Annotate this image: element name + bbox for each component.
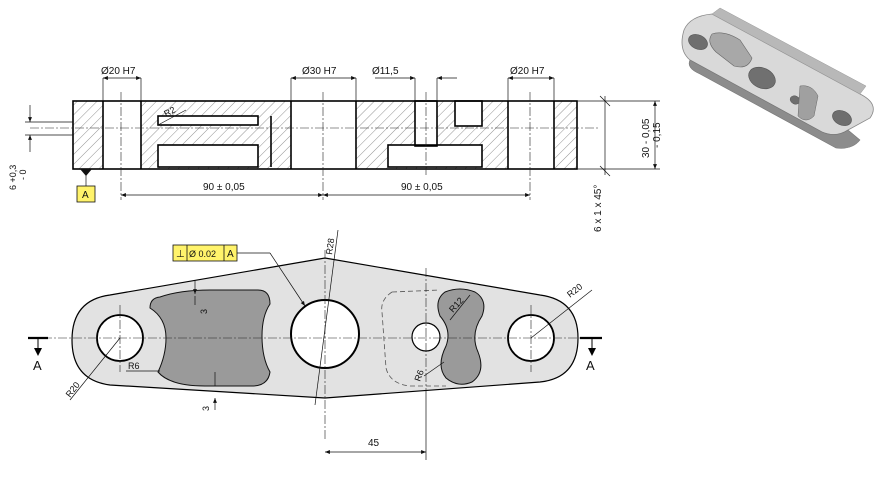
section-outline [72, 100, 578, 170]
dim-bore-right: Ø20 H7 [507, 66, 555, 101]
pocket-depth-top: 6 +0,3 [8, 165, 18, 190]
pocket-depth-dim: 6 +0,3 - 0 [8, 105, 73, 190]
wall-3-top: 3 [193, 280, 209, 314]
chamfer-label: 6 x 1 x 45° [593, 185, 604, 232]
dim-45-label: 45 [368, 438, 380, 449]
pitch-right-label: 90 ± 0,05 [401, 182, 443, 193]
section-hatch [73, 101, 577, 169]
gdt-datum: A [227, 249, 234, 260]
section-view: Ø20 H7 Ø30 H7 Ø11,5 Ø20 H7 R2 [8, 66, 663, 232]
radius-r2-label: R2 [162, 105, 177, 119]
isometric-view [681, 7, 874, 149]
radius-r28: R28 [314, 229, 339, 406]
r28-label: R28 [324, 238, 336, 256]
datum-a-label: A [82, 190, 89, 201]
r20-top-right-label: R20 [565, 282, 584, 300]
dim-bore-center: Ø30 H7 [290, 66, 357, 101]
dim-bore-right-label: Ø20 H7 [510, 66, 545, 77]
dim-45: 45 [325, 390, 427, 460]
datum-a: A [76, 169, 96, 203]
wall-3-bottom: 3 [201, 372, 217, 411]
dim-hole-small: Ø11,5 [372, 66, 457, 101]
section-mark-right-label: A [586, 358, 595, 373]
pitch-left-label: 90 ± 0,05 [203, 182, 245, 193]
height-tol-top: 30 - 0,05 [641, 118, 652, 158]
wall-3-bottom-label: 3 [201, 406, 211, 411]
r20-bottom-left-label: R20 [64, 380, 82, 399]
pocket-right [437, 288, 485, 385]
chamfer-dim: 6 x 1 x 45° [593, 95, 611, 232]
r6-left-label: R6 [128, 361, 140, 371]
gdt-tolerance: Ø 0.02 [189, 249, 216, 259]
height-tol-bottom: - 0,15 [652, 122, 663, 148]
dim-bore-center-label: Ø30 H7 [302, 66, 337, 77]
pitch-dims: 90 ± 0,05 90 ± 0,05 [121, 182, 530, 197]
gdt-symbol: ⊥ [176, 249, 185, 260]
section-mark-left-label: A [33, 358, 42, 373]
wall-3-top-label: 3 [199, 309, 209, 314]
radius-r2: R2 [157, 105, 187, 126]
radius-r6-left: R6 [126, 361, 160, 372]
dim-bore-left-label: Ø20 H7 [101, 66, 136, 77]
dim-hole-small-label: Ø11,5 [372, 66, 399, 77]
height-dim: 30 - 0,05 - 0,15 [577, 100, 663, 170]
hidden-pocket [381, 289, 446, 387]
r6-right-label: R6 [412, 368, 425, 382]
dim-bore-left: Ø20 H7 [101, 66, 142, 101]
plan-view: A A ⊥ Ø 0.02 A R28 R20 [28, 229, 602, 460]
section-mark-right: A [580, 336, 602, 373]
gdt-frame: ⊥ Ø 0.02 A [172, 244, 306, 307]
radius-r6-right: R6 [412, 361, 445, 383]
section-mark-left: A [28, 336, 48, 373]
pocket-depth-bottom: - 0 [18, 169, 28, 180]
